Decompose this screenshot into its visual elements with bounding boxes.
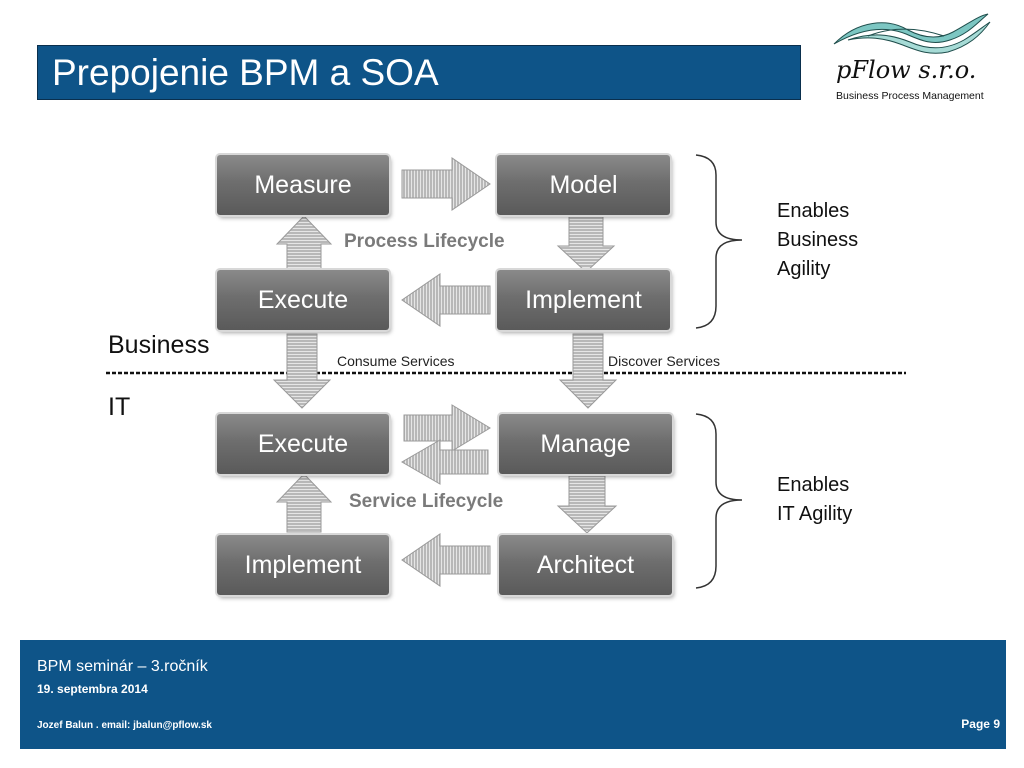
measure-to-model-arrow — [401, 157, 491, 211]
consume-services-arrow — [272, 333, 332, 409]
page-title: Prepojenie BPM a SOA — [52, 52, 439, 93]
model-to-implement-arrow — [556, 213, 616, 273]
business-agility-text: Enables Business Agility — [777, 197, 858, 284]
manage-to-execute-arrow — [401, 439, 489, 485]
consume-services-label: Consume Services — [337, 353, 455, 369]
bpm-soa-diagram: Measure Model Execute Implement Process … — [106, 154, 906, 595]
implement-to-execute-service-arrow — [275, 473, 333, 533]
service-execute-box: Execute — [217, 414, 389, 474]
discover-services-label: Discover Services — [608, 353, 721, 369]
business-zone-label: Business — [108, 331, 210, 359]
it-agility-line: IT Agility — [777, 503, 853, 525]
diagram-graphics — [106, 154, 906, 589]
discover-services-arrow — [558, 333, 618, 409]
logo-name: pFlow s.r.o. — [836, 56, 977, 84]
business-brace — [695, 154, 743, 329]
logo-tagline: Business Process Management — [836, 90, 984, 102]
service-implement-box: Implement — [217, 535, 389, 595]
service-lifecycle-label: Service Lifecycle — [349, 491, 504, 512]
service-manage-box: Manage — [499, 414, 672, 474]
process-implement-box: Implement — [497, 270, 670, 330]
business-agility-line: Agility — [777, 258, 831, 280]
it-zone-label: IT — [108, 393, 131, 421]
company-logo: pFlow s.r.o. Business Process Management — [828, 10, 998, 106]
business-agility-line: Enables — [777, 200, 850, 222]
manage-to-architect-arrow — [556, 473, 618, 534]
execute-to-manage-arrow — [403, 404, 491, 452]
footer-course: BPM seminár – 3.ročník — [37, 658, 208, 675]
footer: BPM seminár – 3.ročník 19. septembra 201… — [20, 640, 1006, 749]
implement-to-execute-arrow — [401, 273, 491, 327]
process-lifecycle-label: Process Lifecycle — [344, 231, 505, 252]
execute-to-measure-arrow — [275, 215, 333, 273]
process-measure-box: Measure — [217, 155, 389, 215]
it-agility-text: Enables IT Agility — [777, 471, 852, 529]
it-brace — [695, 413, 743, 589]
it-agility-line: Enables — [777, 474, 850, 496]
process-execute-box: Execute — [217, 270, 389, 330]
footer-author: Jozef Balun . email: jbalun@pflow.sk — [37, 720, 212, 731]
process-model-box: Model — [497, 155, 670, 215]
wave-logo-icon — [833, 13, 991, 54]
footer-date: 19. septembra 2014 — [37, 682, 148, 696]
service-architect-box: Architect — [499, 535, 672, 595]
title-bar: Prepojenie BPM a SOA — [37, 45, 801, 100]
architect-to-implement-arrow — [401, 533, 491, 587]
business-agility-line: Business — [777, 229, 859, 251]
page-number: Page 9 — [961, 717, 1000, 731]
